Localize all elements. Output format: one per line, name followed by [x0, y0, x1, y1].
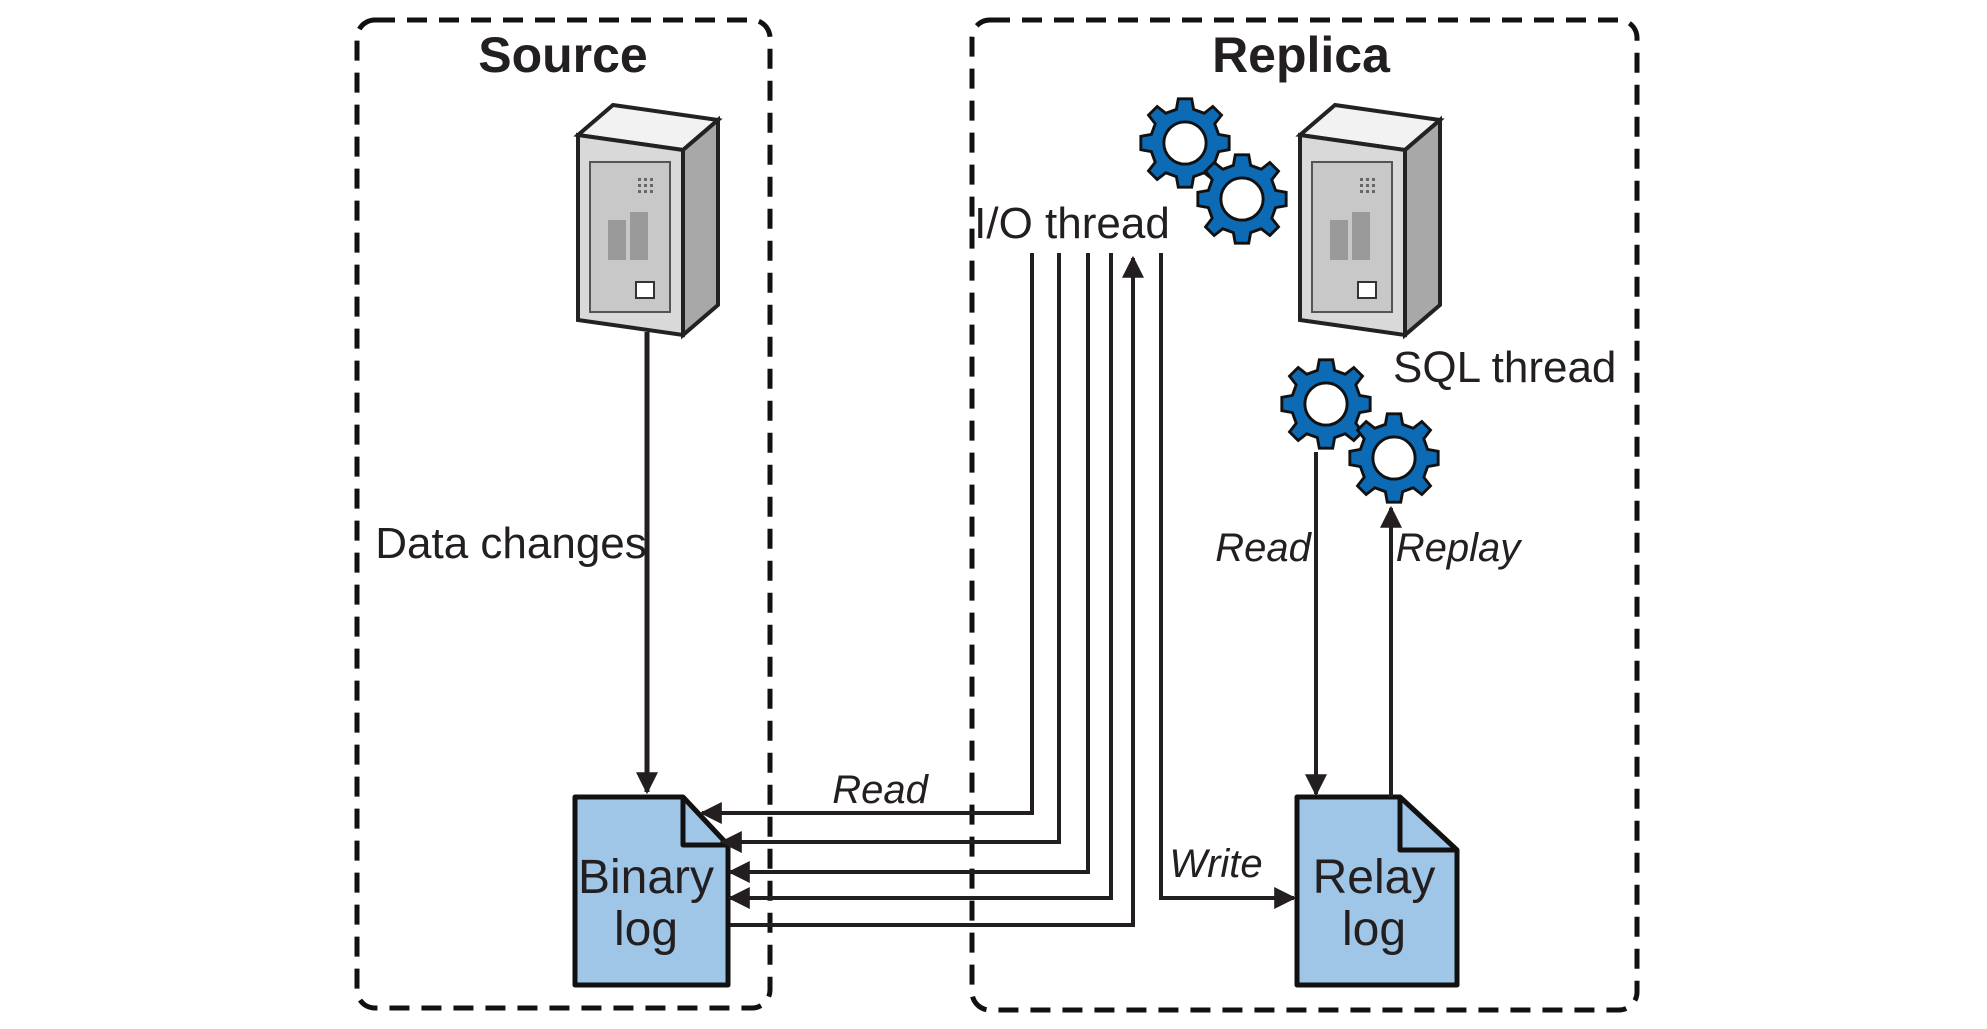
write-relay-label: Write [1169, 842, 1262, 886]
replica-boundary [969, 17, 1640, 1013]
sql-thread-label: SQL thread [1393, 343, 1616, 392]
replay-label: Replay [1396, 526, 1524, 570]
replica-server-icon [1298, 103, 1442, 337]
io-thread-label: I/O thread [974, 199, 1170, 248]
source-boundary [354, 17, 773, 1011]
relay-log-label-line1: Relay [1313, 851, 1436, 904]
data-changes-label: Data changes [375, 519, 647, 568]
relay-log-document-icon [1294, 794, 1460, 988]
read-binlog-label: Read [832, 768, 929, 812]
write-relay-arrow [1159, 253, 1297, 909]
source-server-icon [576, 103, 720, 337]
read-relay-label: Read [1215, 526, 1312, 570]
binary-log-label-line2: log [614, 903, 678, 956]
source-title: Source [478, 27, 648, 83]
io-read-lines [699, 253, 1113, 909]
binary-log-label-line1: Binary [578, 851, 714, 904]
binary-log-document-icon [572, 794, 731, 988]
replica-title: Replica [1212, 27, 1391, 83]
relay-log-label-line2: log [1342, 903, 1406, 956]
binlog-to-io-thread-arrow [730, 255, 1144, 927]
